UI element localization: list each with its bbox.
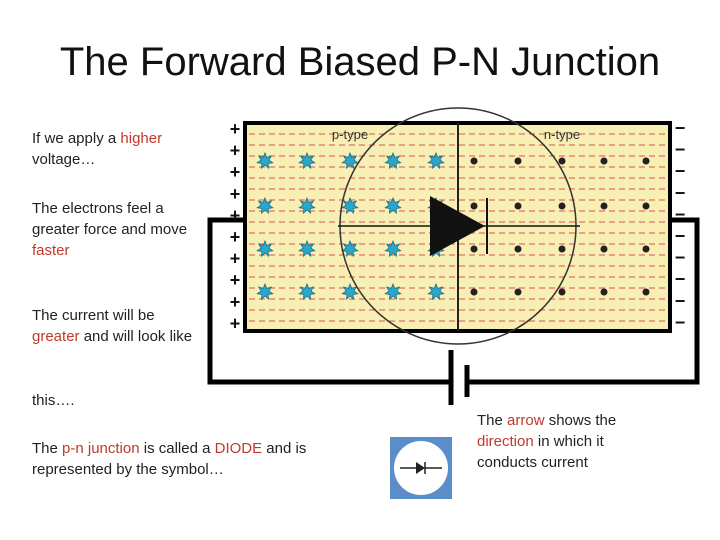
plus-sign: + [230, 249, 241, 269]
hole-star [341, 282, 359, 301]
highlight-faster: faster [32, 242, 70, 259]
text-apply-voltage: If we apply a higher voltage… [32, 128, 207, 170]
text-part: voltage… [32, 151, 96, 168]
text-part: and is represented by the symbol… [32, 440, 307, 478]
electron-dot [514, 202, 522, 210]
plus-sign: + [230, 227, 241, 247]
highlight-direction: direction [477, 433, 534, 450]
minus-sign: − [675, 248, 686, 268]
minus-sign: − [675, 140, 686, 160]
highlight-higher: higher [120, 130, 163, 147]
holes-group [256, 151, 445, 301]
electron-dot [642, 288, 650, 296]
electron-dot [558, 288, 566, 296]
electron-dot [642, 202, 650, 210]
electron-dot [642, 157, 650, 165]
p-type-label: p-type [332, 127, 368, 142]
hole-star [256, 282, 274, 301]
electron-dot [514, 288, 522, 296]
minus-sign: − [675, 226, 686, 246]
electron-dot [558, 245, 566, 253]
hole-star [341, 196, 359, 215]
minus-sign: − [675, 291, 686, 311]
plus-sign: + [230, 205, 241, 225]
minus-sign: − [675, 161, 686, 181]
highlight-diode: DIODE [214, 440, 263, 457]
electron-dot [600, 288, 608, 296]
highlight-arrow: arrow [507, 412, 545, 429]
highlight-pn-junction: p-n junction [62, 440, 140, 457]
electron-dot [558, 157, 566, 165]
minus-sign: − [675, 312, 686, 332]
text-diode: The p-n junction is called a DIODE and i… [32, 438, 342, 480]
hole-star [384, 196, 402, 215]
highlight-greater: greater [32, 328, 80, 345]
diode-arrow [430, 196, 485, 256]
text-part: The [32, 440, 63, 457]
hole-star [256, 239, 274, 258]
text-part: shows the [544, 412, 617, 429]
hole-star [341, 151, 359, 170]
hole-star [384, 151, 402, 170]
text-part: If we apply a [32, 130, 121, 147]
text-part: and will look like [79, 328, 193, 345]
text-part: The current will be [32, 307, 155, 324]
hole-star [384, 282, 402, 301]
electron-dot [558, 202, 566, 210]
text-part: is called a [139, 440, 215, 457]
text-this: this…. [32, 392, 75, 409]
plus-sign: + [230, 184, 241, 204]
electrons-group [470, 157, 650, 296]
plus-sign: + [230, 270, 241, 290]
plus-sign: + [230, 292, 241, 312]
plus-sign: + [230, 119, 241, 139]
electron-dot [470, 288, 478, 296]
hole-star [256, 151, 274, 170]
page-title: The Forward Biased P-N Junction [59, 40, 661, 84]
text-part: The electrons feel a greater force and m… [32, 200, 188, 238]
text-electrons-force: The electrons feel a greater force and m… [32, 198, 210, 261]
hole-star [298, 196, 316, 215]
hole-star [298, 239, 316, 258]
text-arrow-direction: The arrow shows the direction in which i… [477, 410, 642, 473]
diode-symbol-icon [390, 437, 452, 499]
minus-sign: − [675, 269, 686, 289]
hole-star [427, 282, 445, 301]
electron-dot [514, 157, 522, 165]
minus-sign: − [675, 118, 686, 138]
electron-dot [470, 245, 478, 253]
hole-star [427, 151, 445, 170]
hole-star [256, 196, 274, 215]
text-current-greater: The current will be greater and will loo… [32, 305, 200, 347]
minus-sign: − [675, 183, 686, 203]
electron-dot [600, 157, 608, 165]
text-part: in which it conducts current [477, 433, 604, 471]
electron-dot [470, 202, 478, 210]
plus-sign: + [230, 162, 241, 182]
plus-sign: + [230, 313, 241, 333]
minus-signs: −−−−−−−−−− [675, 118, 686, 332]
text-part: The [477, 412, 508, 429]
electron-dot [600, 245, 608, 253]
electron-dot [600, 202, 608, 210]
electron-dot [514, 245, 522, 253]
circuit-wire [467, 217, 700, 385]
minus-sign: − [675, 204, 686, 224]
hole-star [341, 239, 359, 258]
hole-star [298, 151, 316, 170]
n-type-label: n-type [544, 127, 580, 142]
hole-star [384, 239, 402, 258]
hole-star [298, 282, 316, 301]
plus-sign: + [230, 141, 241, 161]
electron-dot [470, 157, 478, 165]
plus-signs: ++++++++++ [230, 119, 241, 333]
circuit-wire [207, 217, 451, 385]
electron-dot [642, 245, 650, 253]
